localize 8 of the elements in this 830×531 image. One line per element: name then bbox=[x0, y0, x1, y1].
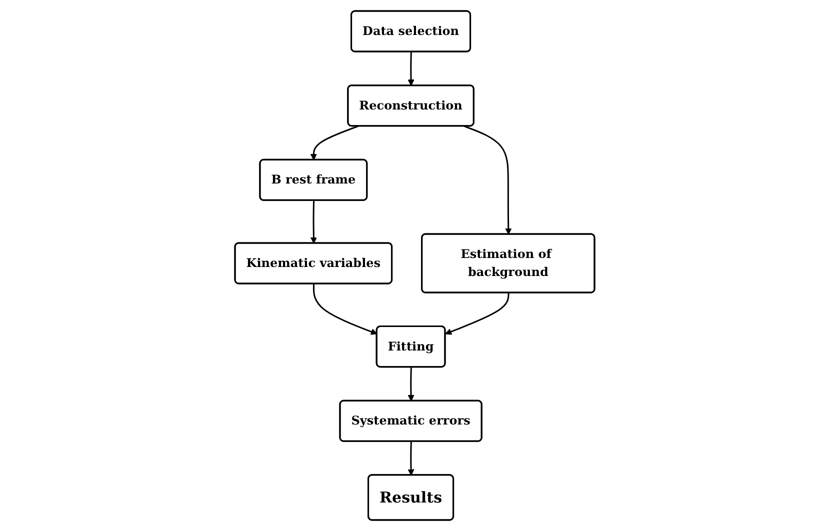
arrow bbox=[408, 442, 415, 476]
arrow bbox=[445, 292, 510, 335]
arrow bbox=[464, 126, 512, 235]
arrow bbox=[313, 284, 378, 335]
arrow bbox=[408, 52, 415, 86]
arrow bbox=[310, 126, 359, 160]
arrow bbox=[310, 200, 318, 244]
arrow bbox=[408, 367, 415, 402]
